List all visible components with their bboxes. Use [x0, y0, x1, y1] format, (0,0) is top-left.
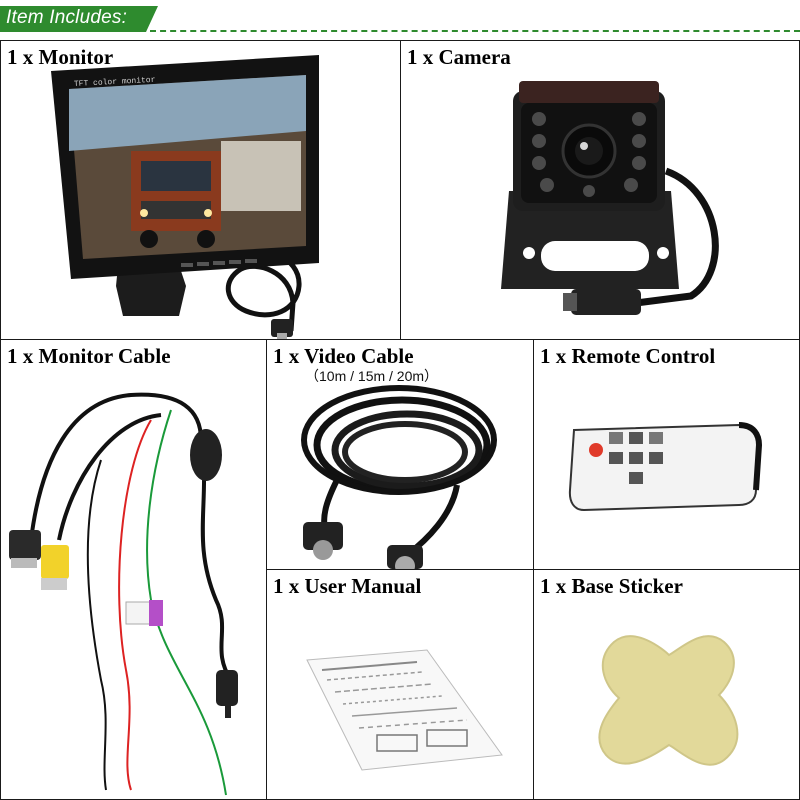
base-sticker-image	[598, 635, 739, 766]
banner-title: Item Includes:	[6, 7, 128, 28]
item-cell-base-sticker: 1 x Base Sticker	[533, 569, 800, 800]
monitor-cable-image	[9, 392, 238, 796]
item-label: 1 x Monitor	[7, 45, 114, 69]
items-grid: 1 x Monitor	[0, 40, 800, 800]
item-cell-camera: 1 x Camera	[400, 40, 800, 340]
item-label: 1 x Camera	[407, 45, 511, 69]
item-cell-remote-control: 1 x Remote Control	[533, 339, 800, 570]
item-includes-banner: Item Includes:	[0, 0, 800, 38]
item-sublabel: （10m / 15m / 20m）	[305, 368, 439, 384]
camera-image	[501, 81, 719, 315]
monitor-image: TFT color monitor	[51, 55, 319, 339]
item-cell-monitor: 1 x Monitor	[0, 40, 401, 340]
banner-divider	[150, 30, 800, 32]
item-label: 1 x Monitor Cable	[7, 344, 171, 368]
video-cable-image	[301, 385, 497, 569]
item-cell-monitor-cable: 1 x Monitor Cable	[0, 339, 267, 800]
item-label: 1 x Remote Control	[540, 344, 716, 368]
item-cell-video-cable: 1 x Video Cable （10m / 15m / 20m）	[266, 339, 534, 570]
item-label: 1 x Video Cable	[273, 344, 414, 368]
item-cell-user-manual: 1 x User Manual	[266, 569, 534, 800]
item-label: 1 x User Manual	[273, 574, 422, 598]
item-label: 1 x Base Sticker	[540, 574, 683, 598]
user-manual-image	[306, 649, 503, 771]
remote-control-image	[568, 422, 763, 512]
monitor-screen-caption: TFT color monitor	[74, 76, 156, 89]
banner-tab-shape	[0, 6, 158, 32]
